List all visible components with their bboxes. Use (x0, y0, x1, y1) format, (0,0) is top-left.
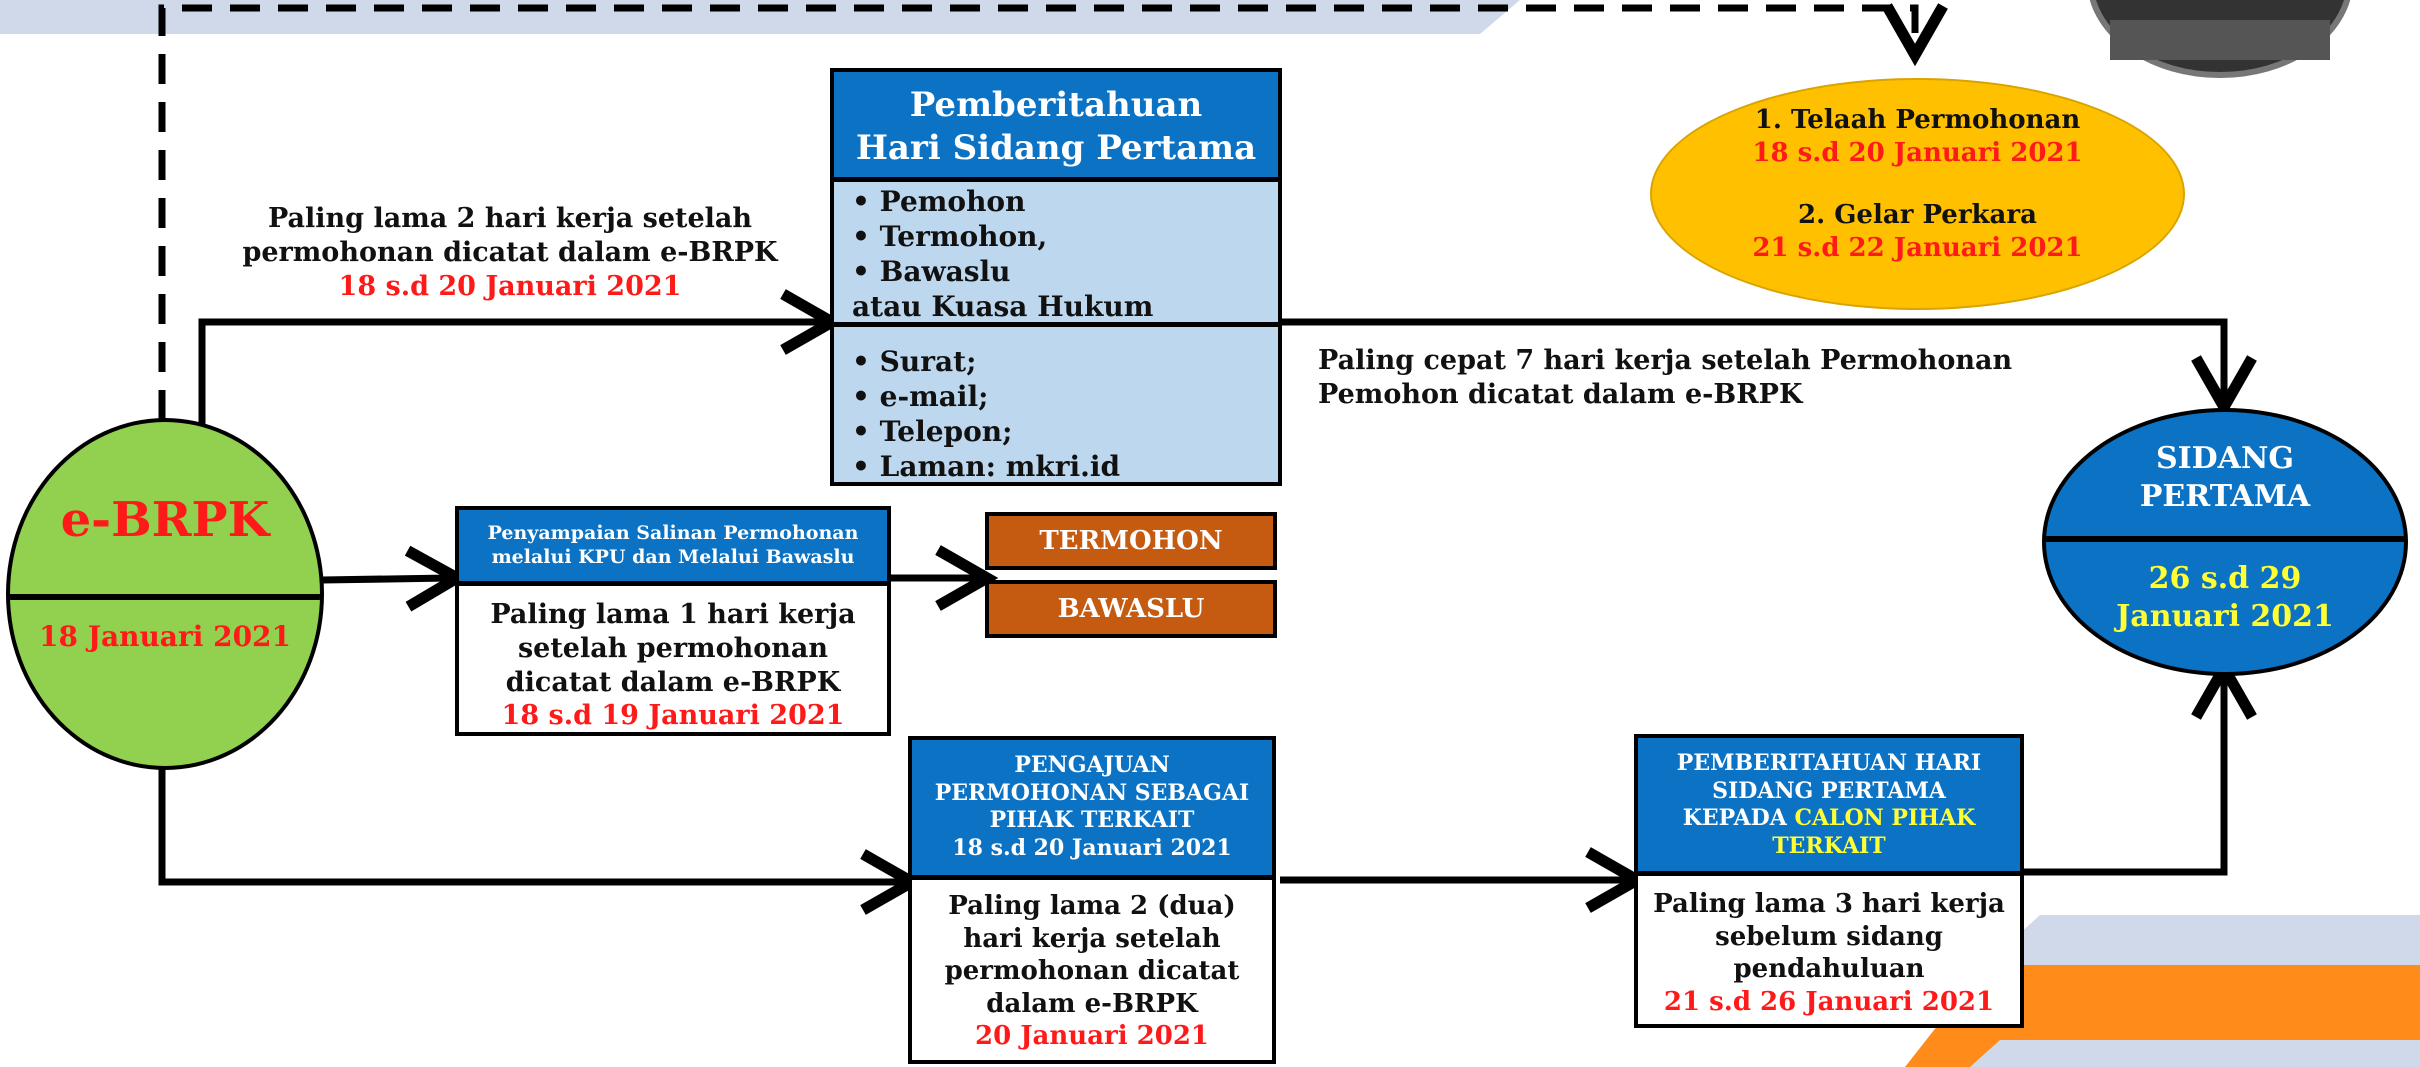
mid-note-line1: Paling cepat 7 hari kerja setelah Permoh… (1318, 345, 2013, 376)
notice-title-2: Hari Sidang Pertama (855, 127, 1257, 168)
top-note-date: 18 s.d 20 Januari 2021 (338, 270, 682, 302)
sidang-pertama-node: SIDANG PERTAMA 26 s.d 29 Januari 2021 (2042, 408, 2408, 676)
top-note: Paling lama 2 hari kerja setelah permoho… (230, 202, 790, 303)
notify-l1: Paling lama 3 hari kerja (1653, 889, 2005, 919)
copy-line2: setelah permohonan (517, 632, 829, 664)
copy-line1: Paling lama 1 hari kerja (490, 599, 856, 630)
copy-header-2: melalui KPU dan Melalui Bawaslu (491, 545, 855, 568)
recipient-item: • Termohon, (852, 220, 1048, 253)
review-item-1: 1. Telaah Permohonan (1754, 105, 2081, 135)
recipient-item: • Pemohon (852, 185, 1026, 218)
termohon-box: TERMOHON (985, 512, 1277, 570)
notice-header: Pemberitahuan Hari Sidang Pertama (834, 72, 1278, 182)
pengajuan-h1: PENGAJUAN (1014, 752, 1170, 778)
top-note-line2: permohonan dicatat dalam e-BRPK (242, 236, 778, 268)
notify-l2: sebelum sidang (1715, 921, 1943, 952)
top-note-line1: Paling lama 2 hari kerja setelah (267, 203, 753, 234)
notice-recipients: • Pemohon • Termohon, • Bawaslu atau Kua… (852, 184, 1153, 324)
channel-item: • Laman: mkri.id (852, 450, 1121, 483)
notify-h3: KEPADA CALON PIHAK (1682, 805, 1976, 831)
pengajuan-l3: permohonan dicatat (944, 956, 1240, 986)
copy-delivery-box: Penyampaian Salinan Permohonan melalui K… (455, 506, 891, 736)
sidang-title-1: SIDANG (2155, 441, 2295, 476)
sidang-date-1: 26 s.d 29 (2148, 561, 2302, 596)
notify-date: 21 s.d 26 Januari 2021 (1663, 986, 1995, 1017)
notify-h1: PEMBERITAHUAN HARI (1676, 750, 1982, 776)
ebrpk-title: e-BRPK (60, 492, 270, 548)
recipient-tail: atau Kuasa Hukum (852, 290, 1154, 323)
sidang-date: 26 s.d 29 Januari 2021 (2046, 560, 2404, 635)
channel-item: • Surat; (852, 345, 977, 378)
notice-box: Pemberitahuan Hari Sidang Pertama • Pemo… (830, 68, 1282, 486)
copy-header-1: Penyampaian Salinan Permohonan (487, 522, 859, 544)
channel-item: • Telepon; (852, 415, 1013, 448)
notify-l3: pendahuluan (1733, 954, 1925, 984)
copy-line3: dicatat dalam e-BRPK (505, 666, 841, 698)
pengajuan-header: PENGAJUAN PERMOHONAN SEBAGAI PIHAK TERKA… (912, 740, 1272, 880)
review-date-1: 18 s.d 20 Januari 2021 (1752, 137, 2083, 168)
review-item-2: 2. Gelar Perkara (1798, 200, 2037, 230)
notice-channels: • Surat; • e-mail; • Telepon; • Laman: m… (852, 344, 1120, 484)
notify-h2: SIDANG PERTAMA (1712, 777, 1946, 804)
pengajuan-date: 20 Januari 2021 (974, 1021, 1210, 1051)
review-date-2: 21 s.d 22 Januari 2021 (1752, 232, 2083, 263)
ebrpk-date: 18 Januari 2021 (38, 620, 292, 653)
sidang-title: SIDANG PERTAMA (2046, 440, 2404, 515)
pengajuan-h3: PIHAK TERKAIT (989, 807, 1195, 833)
copy-body: Paling lama 1 hari kerja setelah permoho… (459, 598, 887, 733)
bawaslu-box: BAWASLU (985, 580, 1277, 638)
notify-body: Paling lama 3 hari kerja sebelum sidang … (1638, 888, 2020, 1018)
termohon-label: TERMOHON (1039, 526, 1223, 556)
pengajuan-body: Paling lama 2 (dua) hari kerja setelah p… (912, 890, 1272, 1053)
channel-item: • e-mail; (852, 380, 989, 413)
pengajuan-l2: hari kerja setelah (963, 923, 1221, 954)
review-ellipse: 1. Telaah Permohonan 18 s.d 20 Januari 2… (1650, 78, 2185, 310)
copy-header: Penyampaian Salinan Permohonan melalui K… (459, 510, 887, 586)
pengajuan-h4: 18 s.d 20 Januari 2021 (952, 834, 1232, 861)
ebrpk-node: e-BRPK 18 Januari 2021 (6, 418, 324, 770)
notify-header: PEMBERITAHUAN HARI SIDANG PERTAMA KEPADA… (1638, 738, 2020, 876)
notice-title-1: Pemberitahuan (909, 85, 1203, 125)
pengajuan-box: PENGAJUAN PERMOHONAN SEBAGAI PIHAK TERKA… (908, 736, 1276, 1064)
pengajuan-l1: Paling lama 2 (dua) (948, 891, 1236, 921)
notify-pihak-terkait-box: PEMBERITAHUAN HARI SIDANG PERTAMA KEPADA… (1634, 734, 2024, 1028)
notify-h4: TERKAIT (1772, 832, 1886, 859)
mid-note: Paling cepat 7 hari kerja setelah Permoh… (1318, 344, 2012, 412)
recipient-item: • Bawaslu (852, 255, 1011, 288)
sidang-date-2: Januari 2021 (2116, 598, 2334, 634)
pengajuan-l4: dalam e-BRPK (986, 988, 1198, 1019)
sidang-title-2: PERTAMA (2139, 478, 2311, 514)
bawaslu-label: BAWASLU (1057, 594, 1205, 624)
mid-note-line2: Pemohon dicatat dalam e-BRPK (1318, 378, 1803, 410)
copy-date: 18 s.d 19 Januari 2021 (501, 700, 845, 732)
pengajuan-h2: PERMOHONAN SEBAGAI (934, 779, 1250, 806)
